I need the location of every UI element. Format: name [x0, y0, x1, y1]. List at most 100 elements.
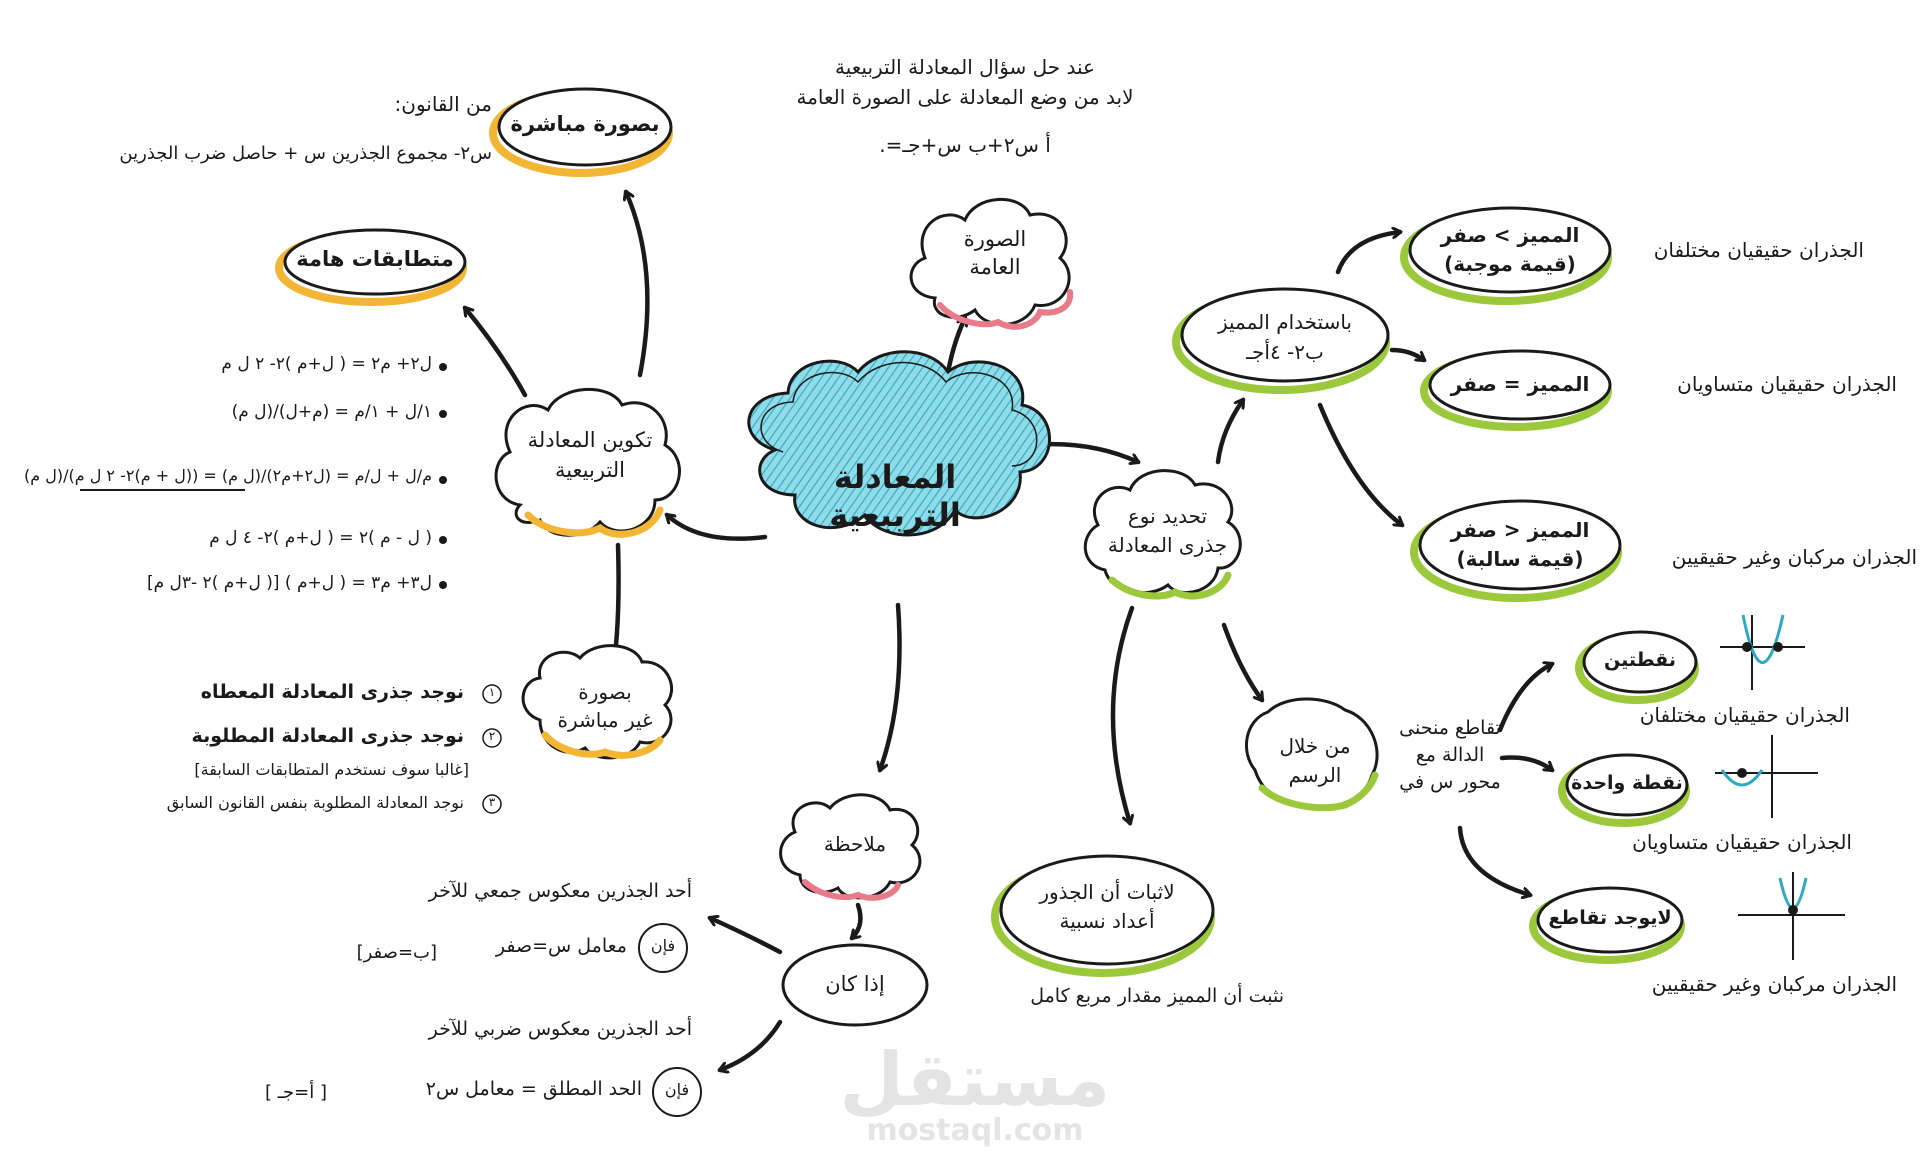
watermark-latin: mostaql.com [866, 1113, 1083, 1148]
center-node-label: المعادلة التربيعية [829, 458, 961, 534]
arrow-roottype-to-graph [1221, 622, 1265, 700]
graph-line2: الرسم [1288, 763, 1342, 787]
general-form-line1: الصورة [963, 227, 1027, 251]
arrow-roottype-to-discriminant [1215, 400, 1246, 465]
if-was-label: إذا كان [825, 972, 885, 996]
disc-positive-line1: المميز > صفر [1440, 223, 1580, 247]
arrow-forming-to-direct [626, 192, 650, 378]
disc-zero-label: المميز = صفر [1450, 372, 1590, 396]
disc-negative-oval [1410, 499, 1622, 602]
graph-diff-text: الجذران حقيقيان مختلفان [1639, 703, 1850, 727]
additive-text: أحد الجذرين معكوس جمعي للآخر [428, 880, 692, 902]
arrow-note-to-if [849, 902, 863, 941]
disc-positive-label: المميز > صفر (قيمة موجبة) [1415, 221, 1605, 279]
num-1: ١ [488, 685, 496, 699]
general-form-cloud [909, 198, 1074, 330]
discriminant-oval [1172, 287, 1390, 394]
identity-2: ١/ل + ١/م = (م+ل)/(ل م) [231, 402, 432, 422]
intersect-line1: تقاطع منحنى [1399, 717, 1501, 739]
note-cloud [779, 793, 922, 901]
indirect-step-2: نوجد جذرى المعادلة المطلوبة [191, 725, 464, 747]
identity-4: ( ل - م )٢ = ( ل+م )٢- ٤ ل م [209, 528, 432, 548]
root-type-line2: جذرى المعادلة [1107, 533, 1228, 557]
general-form-label: الصورة العامة [925, 225, 1065, 281]
identities-label: متطابقات هامة [296, 247, 454, 271]
rational-line2: أعداد نسبية [1059, 909, 1155, 933]
num-2: ٢ [488, 729, 496, 743]
two-real-diff-text: الجذران حقيقيان مختلفان [1653, 238, 1864, 262]
root-type-cloud [1083, 469, 1242, 600]
arrow-discriminant-to-negative [1317, 402, 1402, 528]
general-form-line2: العامة [969, 255, 1021, 279]
graph-one-root-icon [1715, 735, 1818, 818]
arrow-if-to-additive [710, 918, 783, 955]
numbered-circles [482, 684, 502, 814]
discriminant-line1: باستخدام المميز [1217, 310, 1352, 334]
graph-label: من خلال الرسم [1250, 732, 1380, 790]
additive-then-text: معامل س=صفر [495, 935, 627, 957]
arrow-roottype-to-rational [1110, 605, 1135, 823]
intro-block: عند حل سؤال المعادلة التربيعية لابد من و… [740, 52, 1190, 160]
graph-line1: من خلال [1279, 734, 1351, 758]
disc-positive-oval [1400, 206, 1612, 305]
identity-5: ل٣+ م٣ = ( ل+م ) [( ل+م )٢ -٣ل م] [146, 573, 432, 593]
rational-line1: لاثبات أن الجذور [1039, 880, 1175, 904]
disc-zero-oval [1420, 349, 1612, 431]
arrow-discriminant-to-zero [1389, 347, 1424, 363]
additive-bracket: [ب=صفر] [356, 942, 437, 963]
graph-two-roots-icon [1720, 614, 1805, 690]
then-1: فإن [650, 936, 676, 955]
direct-oval [489, 87, 673, 177]
arrow-intersect-to-none [1457, 825, 1530, 895]
discriminant-line2: ب٢- ٤أجـ [1246, 340, 1324, 364]
intro-line1: عند حل سؤال المعادلة التربيعية [835, 55, 1095, 79]
disc-negative-label: المميز < صفر (قيمة سالبة) [1420, 516, 1620, 574]
identity-1: ل٢+ م٢ = ( ل+م )٢- ٢ ل م [221, 354, 432, 374]
identity-3: م/ل + ل/م = (ل٢+م٢)/(ل م) = ((ل + م)٢- ٢… [23, 466, 432, 485]
direct-label: بصورة مباشرة [510, 112, 660, 136]
arrow-discriminant-to-positive [1335, 232, 1400, 275]
arrow-intersect-to-two [1497, 664, 1552, 733]
graph-equal-text: الجذران حقيقيان متساويان [1632, 830, 1852, 854]
rational-label: لاثبات أن الجذور أعداد نسبية [1002, 878, 1212, 936]
indirect-line1: بصورة [578, 680, 632, 704]
indirect-step-3: نوجد المعادلة المطلوبة بنفس القانون السا… [166, 793, 464, 812]
intersect-text: تقاطع منحنى الدالة مع محور س في [1370, 715, 1530, 796]
multiplicative-text: أحد الجذرين معكوس ضربي للآخر [428, 1018, 692, 1040]
indirect-note: [غالبا سوف نستخدم المتطابقات السابقة] [194, 760, 469, 779]
identity-bullets [439, 363, 447, 589]
one-point-oval [1558, 753, 1690, 827]
no-intersect-oval [1529, 886, 1685, 964]
forming-line1: تكوين المعادلة [527, 428, 653, 452]
arrow-intersect-to-one [1499, 755, 1552, 773]
then-2: فإن [664, 1080, 690, 1099]
disc-positive-line2: (قيمة موجبة) [1444, 252, 1576, 276]
indirect-label: بصورة غير مباشرة [530, 678, 680, 734]
arrow-center-to-forming [664, 512, 768, 541]
direct-law-text: س٢- مجموع الجذرين س + حاصل ضرب الجذرين [119, 143, 492, 164]
graph-complex-text: الجذران مركبان وغير حقيقيين [1651, 972, 1897, 996]
note-label: ملاحظة [823, 832, 887, 856]
from-law-text: من القانون: [394, 92, 492, 116]
watermark-arabic: مستقل [840, 1037, 1111, 1123]
no-intersect-label: لايوجد تقاطع [1548, 907, 1672, 929]
forming-line2: التربيعية [554, 458, 626, 482]
two-points-oval [1575, 630, 1699, 704]
root-type-label: تحديد نوع جذرى المعادلة [1085, 502, 1250, 560]
arrow-forming-to-identities [462, 308, 528, 398]
rational-oval [991, 854, 1215, 977]
complex-text: الجذران مركبان وغير حقيقيين [1671, 545, 1917, 569]
num-3: ٣ [488, 795, 496, 809]
indirect-step-1: نوجد جذرى المعادلة المعطاه [200, 681, 464, 703]
root-type-line1: تحديد نوع [1127, 504, 1208, 528]
identities-oval [275, 228, 467, 306]
graph-no-roots-icon [1738, 872, 1845, 960]
if-was-oval [781, 943, 929, 1027]
disc-negative-line1: المميز < صفر [1450, 518, 1590, 542]
arrow-forming-to-indirect [615, 542, 619, 655]
center-cloud [747, 350, 1051, 537]
one-point-label: نقطة واحدة [1571, 772, 1683, 794]
intersect-line3: محور س في [1399, 771, 1501, 793]
rational-note-text: نثبت أن المميز مقدار مربع كامل [1030, 985, 1284, 1007]
